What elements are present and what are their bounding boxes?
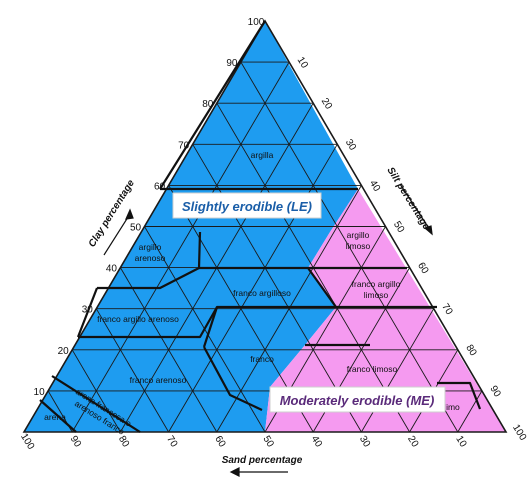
clay-tick-label: 10: [34, 387, 46, 398]
clay-tick-label: 30: [82, 305, 94, 316]
boundary-sand-clay: [159, 20, 266, 190]
sand-arrowhead-icon: [229, 467, 240, 477]
sand-grid-line: [95, 308, 169, 433]
class-franco: franco: [250, 354, 274, 364]
sand-tick-label: 30: [357, 434, 372, 450]
silt-tick-label: 70: [439, 302, 454, 318]
silt-tick-label: 60: [415, 261, 430, 277]
class-franco-limoso: franco limoso: [347, 364, 398, 374]
sand-grid-line: [120, 267, 218, 433]
class-argillo-arenoso-line2: arenoso: [135, 253, 166, 263]
le-zone-label: Slightly erodible (LE): [182, 199, 312, 214]
class-argillo-limoso-line2: limoso: [346, 241, 371, 251]
boundary-sabbia-franca: [51, 375, 141, 433]
boundary-franco-argilloso: [199, 266, 437, 309]
silt-tick-label: 30: [343, 137, 358, 153]
clay-tick-label: 20: [58, 346, 70, 357]
sand-tick-label: 100: [18, 432, 36, 452]
class-limo: limo: [444, 402, 460, 412]
me-callout: Moderately erodible (ME): [269, 386, 446, 413]
sand-tick-label: 70: [164, 434, 179, 450]
silt-tick-label: 50: [391, 220, 406, 236]
sand-tick-label: 10: [453, 434, 468, 450]
clay-arrow-icon: [103, 213, 131, 256]
sand-tick-label: 80: [116, 434, 131, 450]
class-argilla: argilla: [251, 150, 274, 160]
sand-grid-line: [240, 61, 459, 433]
clay-tick-label: 100: [248, 17, 265, 28]
silt-tick-label: 100: [510, 423, 528, 443]
class-argillo-arenoso-line1: argillo: [139, 242, 162, 252]
boundary-franco-argillo-arenoso: [78, 305, 336, 339]
clay-tick-label: 40: [106, 264, 118, 275]
sand-tick-label: 60: [212, 434, 227, 450]
class-franco-arenoso: franco arenoso: [130, 375, 187, 385]
clay-axis-ticks: 10 20 30 40 50 60 70 80 90 100: [34, 17, 265, 398]
sand-tick-label: 20: [405, 434, 420, 450]
sand-tick-label: 50: [261, 434, 276, 450]
silt-tick-label: 80: [463, 343, 478, 359]
boundary-sabbia: [39, 399, 77, 433]
clay-tick-label: 70: [178, 140, 190, 151]
silt-arrow-icon: [399, 183, 431, 231]
class-arena: arena: [44, 412, 66, 422]
silt-tick-label: 20: [319, 96, 334, 112]
clay-arrowhead-icon: [125, 208, 134, 220]
boundary-franco-argillo-arenoso-left: [76, 287, 99, 338]
sand-axis-ticks: 100 90 80 70 60 50 40 30 20 10: [18, 432, 469, 452]
class-argillo-limoso-line1: argillo: [347, 230, 370, 240]
sand-grid-line: [192, 144, 362, 433]
sand-grid-line: [71, 349, 121, 433]
sand-tick-label: 90: [68, 434, 83, 450]
clay-tick-label: 90: [226, 58, 238, 69]
silt-grid-line: [168, 144, 338, 433]
boundary-limo: [437, 381, 482, 410]
silt-tick-label: 90: [487, 384, 502, 400]
le-callout: Slightly erodible (LE): [172, 192, 322, 219]
class-franco-argillo-limoso-line2: limoso: [364, 290, 389, 300]
clay-tick-label: 80: [202, 99, 214, 110]
boundary-franco-upper: [203, 346, 263, 411]
moderately-erodible-region: [265, 189, 506, 432]
class-franco-argilloso: franco argilloso: [233, 288, 291, 298]
boundary-franco-arenoso: [202, 306, 219, 348]
class-franco-argillo-arenoso: franco argillo arenoso: [97, 314, 179, 324]
clay-tick-label: 50: [130, 223, 142, 234]
axis-arrows: [103, 183, 433, 477]
silt-grid-line: [71, 61, 290, 433]
me-zone-label: Moderately erodible (ME): [280, 393, 435, 408]
texture-class-boundaries: [39, 20, 482, 433]
sand-tick-label: 40: [309, 434, 324, 450]
silt-grid-line: [457, 390, 483, 433]
triangle-outline: [22, 19, 508, 433]
boundary-argillo-arenoso: [97, 231, 202, 290]
silt-tick-label: 40: [367, 178, 382, 194]
silt-tick-label: 10: [295, 55, 310, 71]
sand-axis-title: Sand percentage: [222, 455, 303, 466]
class-franco-argillo-limoso-line1: franco argillo: [352, 279, 401, 289]
silt-arrowhead-icon: [423, 225, 433, 236]
clay-tick-label: 60: [154, 181, 166, 192]
